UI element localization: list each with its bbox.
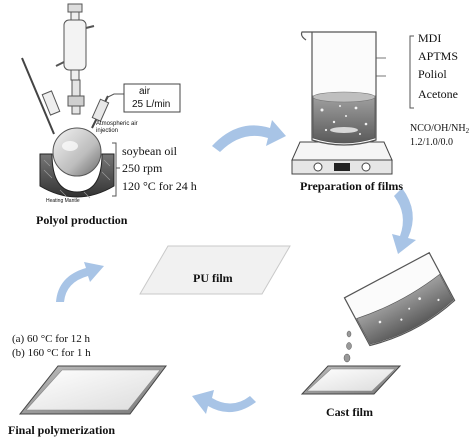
air-inlet-neck [91, 95, 110, 129]
arrow-2 [392, 188, 416, 254]
ratio-text: NCO/OH/NH [410, 123, 466, 134]
ratio-values: 1.2/1.0/0.0 [410, 137, 454, 148]
component-mdi: MDI [418, 31, 442, 45]
air-box [123, 83, 181, 113]
preparation-caption: Preparation of films [300, 179, 404, 193]
heating-mantle-label: Heating Mantle [46, 198, 80, 204]
final-caption: Final polymerization [8, 423, 115, 437]
air-rate: 25 L/min [132, 99, 171, 110]
final-film-tray [18, 365, 167, 415]
temperature-label: 120 °C for 24 h [122, 179, 197, 193]
pu-film-label: PU film [193, 271, 233, 285]
pouring-beaker [343, 251, 456, 347]
round-bottom-flask [52, 127, 102, 177]
condition-b: (b) 160 °C for 1 h [12, 347, 91, 359]
beaker-on-stirrer [291, 31, 414, 175]
oil-label: soybean oil [122, 144, 177, 158]
cast-caption: Cast film [326, 405, 373, 419]
pu-film-sheet [139, 245, 291, 295]
air-label: air [139, 86, 151, 97]
atmospheric-note: Atmospheric air injection [96, 121, 138, 134]
temperature-probe [21, 57, 61, 135]
stirrer-neck [67, 79, 85, 115]
component-aptms: APTMS [418, 49, 459, 63]
drips [343, 330, 352, 363]
condition-a: (a) 60 °C for 12 h [12, 333, 91, 345]
cast-film-tray [300, 365, 402, 395]
flow-arrows [56, 120, 416, 414]
component-polyol: Poliol [418, 67, 447, 81]
arrow-3 [192, 390, 256, 414]
condenser [55, 3, 95, 81]
component-acetone: Acetone [418, 87, 458, 101]
polyol-caption: Polyol production [36, 213, 128, 227]
ratio-subscript: 2 [465, 127, 470, 135]
heating-mantle [39, 153, 115, 198]
reactor-apparatus [21, 3, 124, 199]
arrow-4 [56, 262, 104, 302]
arrow-1 [212, 120, 286, 152]
speed-label: 250 rpm [122, 161, 163, 175]
reaction-mixture [312, 95, 376, 144]
ratio-label: NCO/OH/NH2 [410, 123, 470, 135]
